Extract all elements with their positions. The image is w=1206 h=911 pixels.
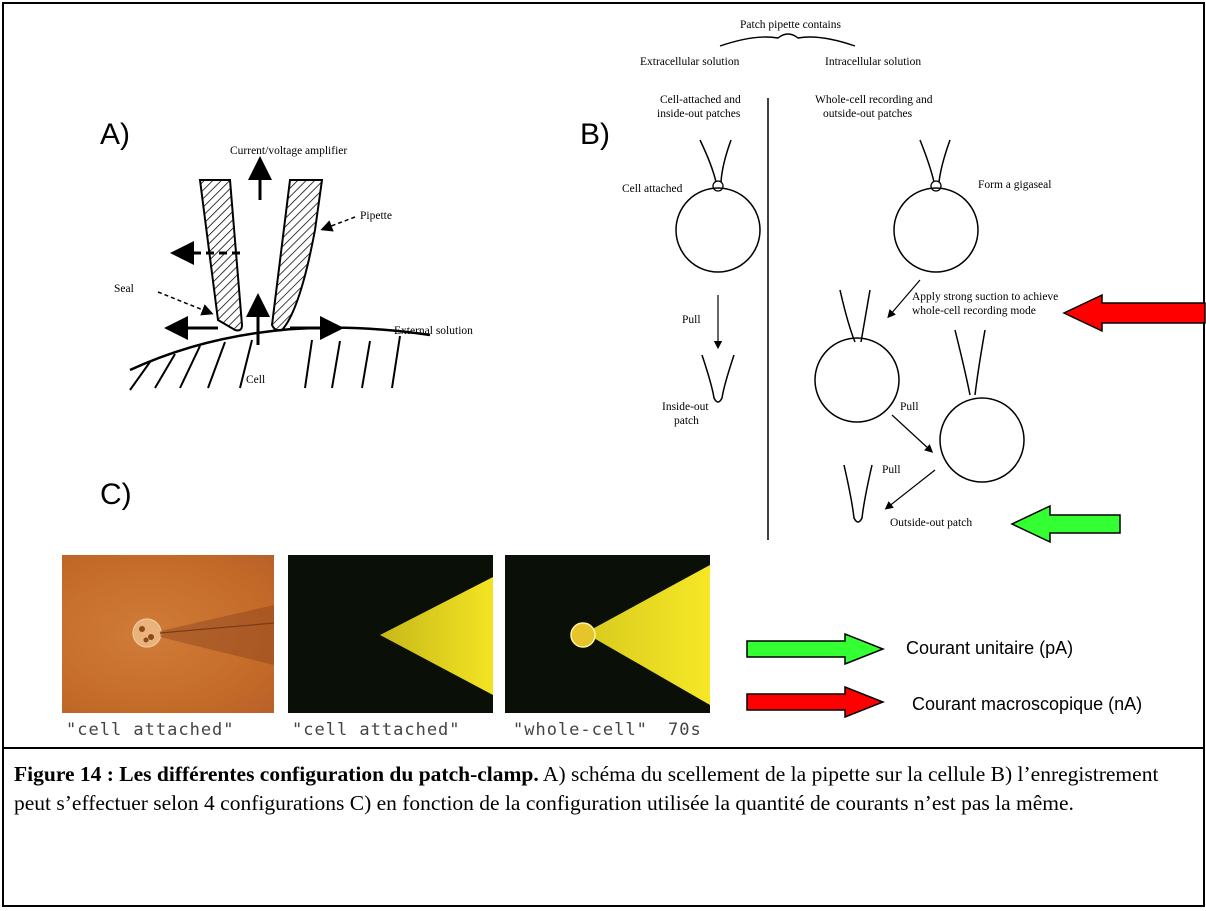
legend-red-label: Courant macroscopique (nA): [912, 694, 1143, 714]
photo-label-3: "whole-cell": [513, 720, 648, 740]
intracellular-label: Intracellular solution: [825, 56, 921, 68]
figure-caption: Figure 14 : Les différentes configuratio…: [14, 760, 1194, 818]
suction-label-2: whole-cell recording mode: [912, 305, 1036, 317]
panel-label-a: A): [100, 118, 130, 151]
pull-low-label: Pull: [882, 464, 901, 476]
inside-out-label-2: patch: [674, 415, 699, 427]
legend-green-arrow-icon: [746, 632, 885, 666]
panel-label-c: C): [100, 478, 132, 511]
seal-label: Seal: [114, 283, 134, 295]
photo-label-1: "cell attached": [66, 720, 235, 740]
diagram-b: Patch pipette contains Extracellular sol…: [622, 19, 1058, 540]
suction-label-1: Apply strong suction to achieve: [912, 291, 1058, 303]
cell-attached-label: Cell attached: [622, 183, 683, 195]
caption-text: A) schéma du scellement de la pipette su…: [14, 762, 1159, 815]
outside-out-label: Outside-out patch: [890, 517, 972, 529]
panel-label-b: B): [580, 118, 610, 151]
legend-green-label: Courant unitaire (pA): [906, 638, 1074, 658]
form-gigaseal-label: Form a gigaseal: [978, 179, 1051, 191]
photo-cell-attached-2: [288, 555, 493, 713]
caption-title: Figure 14 : Les différentes configuratio…: [14, 762, 539, 786]
external-solution-label: External solution: [394, 325, 473, 337]
diagram-a: Current/voltage amplifier Pipette Seal E…: [114, 145, 473, 391]
extracellular-label: Extracellular solution: [640, 56, 740, 68]
legend-red-arrow-icon: [746, 685, 885, 719]
pipette-left-wall: [198, 179, 244, 332]
photo-time-label: 70s: [668, 720, 702, 740]
header-label: Patch pipette contains: [740, 19, 841, 31]
green-arrow-icon: [1010, 504, 1121, 544]
cell-membrane: [129, 326, 431, 372]
right-title-1: Whole-cell recording and: [815, 94, 933, 106]
pipette-right-wall: [270, 179, 324, 332]
pull-left-label: Pull: [682, 314, 701, 326]
left-title-1: Cell-attached and: [660, 94, 741, 106]
photo-whole-cell: [505, 555, 710, 713]
cell-label: Cell: [246, 374, 265, 386]
inside-out-label-1: Inside-out: [662, 401, 709, 413]
photo-cell-attached-1: [62, 555, 274, 713]
right-title-2: outside-out patches: [823, 108, 913, 120]
red-arrow-icon: [1062, 293, 1206, 333]
photo-label-2: "cell attached": [292, 720, 461, 740]
pipette-label: Pipette: [360, 210, 392, 222]
amplifier-label: Current/voltage amplifier: [230, 145, 347, 157]
left-title-2: inside-out patches: [657, 108, 741, 120]
caption-divider: [2, 747, 1205, 749]
pull-mid-label: Pull: [900, 401, 919, 413]
